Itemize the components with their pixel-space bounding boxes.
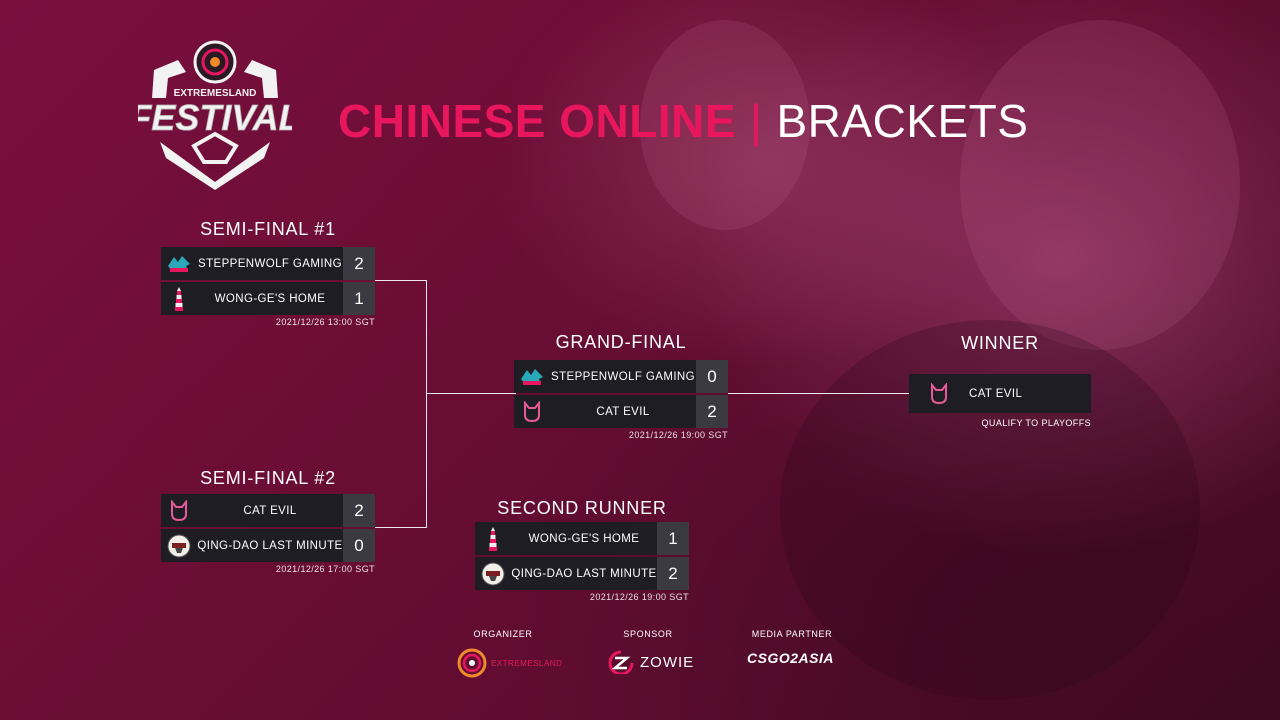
second-runner-datetime: 2021/12/26 19:00 SGT — [589, 592, 689, 602]
winner-note: QUALIFY TO PLAYOFFS — [981, 418, 1091, 428]
wolf-icon — [161, 247, 197, 280]
team-row[interactable]: WONG-GE'S HOME 1 — [161, 282, 375, 315]
cat-icon — [514, 395, 550, 428]
team-score: 2 — [657, 557, 689, 590]
connector-sf1-horizontal — [375, 280, 427, 281]
team-row[interactable]: STEPPENWOLF GAMING 0 — [514, 360, 728, 393]
organizer-name: EXTREMESLAND — [491, 658, 563, 668]
connector-sf2-horizontal — [375, 527, 427, 528]
semi-final-2-label: SEMI-FINAL #2 — [200, 468, 336, 488]
media-partner-label: MEDIA PARTNER — [751, 629, 833, 639]
connector-to-winner — [728, 393, 910, 394]
team-name: WONG-GE'S HOME — [528, 532, 640, 545]
team-row[interactable]: WONG-GE'S HOME 1 — [475, 522, 689, 555]
title-highlight: CHINESE ONLINE — [338, 95, 737, 147]
team-row[interactable]: QING-DAO LAST MINUTE 2 — [475, 557, 689, 590]
media-partner-name: CSGO2ASIA — [747, 650, 834, 666]
team-row[interactable]: QING-DAO LAST MINUTE 0 — [161, 529, 375, 562]
team-name: QING-DAO LAST MINUTE — [197, 539, 343, 552]
team-name: STEPPENWOLF GAMING — [551, 370, 695, 383]
connector-vertical — [426, 280, 427, 528]
connector-to-grand-final — [426, 393, 516, 394]
badge-icon — [161, 529, 197, 562]
event-logo: EXTREMESLAND FESTIVAL 2021 — [129, 38, 301, 190]
zowie-logo-icon — [608, 650, 634, 674]
semi-final-2-match: CAT EVIL 2 QING-DAO LAST MINUTE 0 — [161, 494, 375, 564]
winner-team-name: CAT EVIL — [969, 387, 1023, 400]
organizer-label: ORGANIZER — [473, 629, 533, 639]
team-name: WONG-GE'S HOME — [214, 292, 326, 305]
background-figure-left — [640, 20, 810, 230]
sponsor-name: ZOWIE — [640, 653, 695, 671]
team-name: QING-DAO LAST MINUTE — [511, 567, 657, 580]
team-score: 1 — [343, 282, 375, 315]
extremesland-logo-icon — [457, 648, 487, 678]
cat-icon — [909, 382, 969, 405]
second-runner-label: SECOND RUNNER — [497, 498, 667, 518]
team-row[interactable]: CAT EVIL 2 — [514, 395, 728, 428]
second-runner-match: WONG-GE'S HOME 1 QING-DAO LAST MINUTE 2 — [475, 522, 689, 592]
title-separator: | — [750, 95, 763, 147]
badge-icon — [475, 557, 511, 590]
sponsor-label: SPONSOR — [623, 629, 673, 639]
winner-box[interactable]: CAT EVIL — [909, 374, 1091, 413]
team-name: CAT EVIL — [596, 405, 650, 418]
team-row[interactable]: STEPPENWOLF GAMING 2 — [161, 247, 375, 280]
team-score: 1 — [657, 522, 689, 555]
wolf-icon — [514, 360, 550, 393]
semi-final-1-datetime: 2021/12/26 13:00 SGT — [275, 317, 375, 327]
tower-icon — [161, 282, 197, 315]
team-row[interactable]: CAT EVIL 2 — [161, 494, 375, 527]
cat-icon — [161, 494, 197, 527]
semi-final-1-match: STEPPENWOLF GAMING 2 WONG-GE'S HOME 1 — [161, 247, 375, 317]
grand-final-label: GRAND-FINAL — [555, 332, 687, 352]
winner-label: WINNER — [961, 333, 1039, 353]
organizer-logo[interactable]: EXTREMESLAND — [457, 648, 562, 678]
logo-year: 2021 — [206, 165, 224, 174]
page-title: CHINESE ONLINE|BRACKETS — [338, 94, 1028, 148]
grand-final-datetime: 2021/12/26 19:00 SGT — [628, 430, 728, 440]
logo-line2: FESTIVAL — [138, 97, 292, 138]
team-score: 0 — [343, 529, 375, 562]
team-name: CAT EVIL — [243, 504, 297, 517]
sponsor-logo[interactable]: ZOWIE — [608, 650, 694, 674]
title-rest: BRACKETS — [776, 95, 1029, 147]
team-score: 2 — [343, 247, 375, 280]
media-partner-logo[interactable]: CSGO2ASIA — [747, 650, 834, 666]
tower-icon — [475, 522, 511, 555]
semi-final-1-label: SEMI-FINAL #1 — [200, 219, 336, 239]
team-score: 0 — [696, 360, 728, 393]
grand-final-match: STEPPENWOLF GAMING 0 CAT EVIL 2 — [514, 360, 728, 430]
semi-final-2-datetime: 2021/12/26 17:00 SGT — [275, 564, 375, 574]
team-score: 2 — [343, 494, 375, 527]
logo-line1: EXTREMESLAND — [174, 88, 257, 99]
team-score: 2 — [696, 395, 728, 428]
team-name: STEPPENWOLF GAMING — [198, 257, 342, 270]
background-figure-right — [960, 20, 1240, 350]
